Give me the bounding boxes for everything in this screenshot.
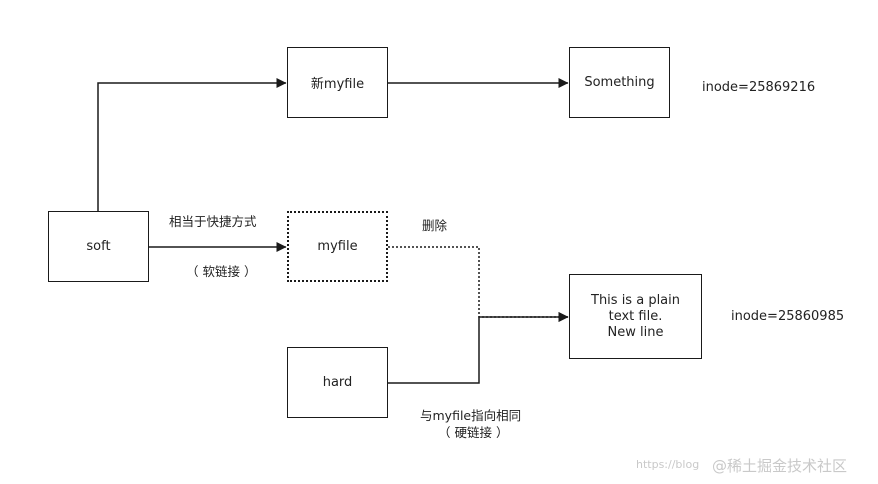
watermark-url: https://blog xyxy=(636,458,700,471)
watermark-brand: @稀土掘金技术社区 xyxy=(712,457,848,475)
label-inode-top: inode=25869216 xyxy=(702,80,816,95)
node-new-myfile-label: 新myfile xyxy=(310,77,365,92)
label-soft-link: （ 软链接 ） xyxy=(186,264,257,279)
plain-text-line-3: New line xyxy=(607,324,664,340)
plain-text-line-2: text file. xyxy=(608,308,663,324)
label-delete: 删除 xyxy=(422,218,448,233)
node-soft: soft xyxy=(48,211,149,282)
node-hard: hard xyxy=(287,347,388,418)
arrow-soft-to-new-myfile xyxy=(97,78,287,211)
node-soft-label: soft xyxy=(86,239,111,254)
node-myfile: myfile xyxy=(287,211,388,282)
node-something-label: Something xyxy=(584,75,655,90)
node-something: Something xyxy=(569,47,670,118)
node-myfile-label: myfile xyxy=(317,239,358,254)
node-new-myfile: 新myfile xyxy=(287,47,388,118)
label-same-as-myfile: 与myfile指向相同 xyxy=(420,408,522,423)
label-inode-bottom: inode=25860985 xyxy=(731,309,845,324)
node-hard-label: hard xyxy=(322,375,353,390)
plain-text-line-1: This is a plain xyxy=(591,292,680,308)
label-hard-link: （ 硬链接 ） xyxy=(438,425,509,440)
node-plain-text: This is a plain text file. New line xyxy=(569,274,702,359)
dotted-myfile-to-plain-text xyxy=(388,246,569,322)
arrow-hard-to-plain-text xyxy=(387,312,569,384)
label-shortcut: 相当于快捷方式 xyxy=(169,214,257,229)
